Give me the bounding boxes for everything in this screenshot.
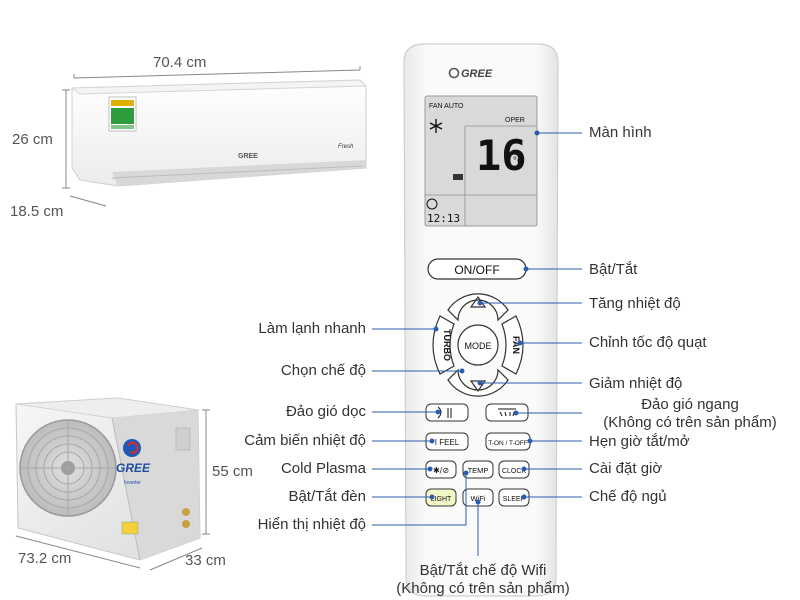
indoor-brand-logo: GREE xyxy=(238,153,258,160)
label-plasma: Cold Plasma xyxy=(280,460,366,477)
temp-button[interactable] xyxy=(462,460,494,479)
plasma-icon: ✱/⊘ xyxy=(433,466,449,475)
outdoor-badge: Inverter xyxy=(124,480,141,486)
label-temp-down: Giảm nhiệt độ xyxy=(589,375,683,392)
lcd-temperature: 16 xyxy=(476,131,527,180)
turbo-button-label: TURBO xyxy=(442,329,452,361)
mode-button[interactable] xyxy=(457,324,499,366)
indoor-height-label: 26 cm xyxy=(12,131,53,148)
label-clock: Cài đặt giờ xyxy=(589,460,663,477)
down-arrow-icon xyxy=(469,380,487,393)
onoff-button-label: ON/OFF xyxy=(454,263,499,277)
wifi-button-label: WiFi xyxy=(471,494,486,503)
remote-logo-icon xyxy=(448,67,460,79)
label-ifeel: Cảm biến nhiệt độ xyxy=(244,432,366,449)
label-wifi-line2: (Không có trên sản phẩm) xyxy=(396,580,570,597)
label-temp-up: Tăng nhiệt độ xyxy=(589,295,681,312)
indoor-depth-label: 18.5 cm xyxy=(10,203,64,220)
timer-button-label: T-ON / T-OFF xyxy=(488,440,528,447)
indoor-dimension-lines xyxy=(62,66,361,207)
turbo-button[interactable] xyxy=(432,315,455,375)
lcd-mode-text: FAN AUTO xyxy=(429,103,464,110)
label-swing-horizontal-line2: (Không có trên sản phẩm) xyxy=(603,414,777,431)
label-timer: Hẹn giờ tắt/mở xyxy=(589,433,690,450)
remote-brand: GREE xyxy=(461,68,493,80)
lcd-screen xyxy=(424,95,538,227)
lcd-oper-text: OPER xyxy=(505,117,525,124)
label-swing-horizontal-line1: Đảo gió ngang xyxy=(641,396,739,413)
outdoor-width-label: 73.2 cm xyxy=(18,550,72,567)
mode-button-label: MODE xyxy=(465,341,492,351)
lcd-clock-icon xyxy=(426,198,438,210)
temp-up-button[interactable] xyxy=(447,293,509,322)
label-fan-speed: Chỉnh tốc độ quạt xyxy=(589,334,707,351)
lcd-unit: °C xyxy=(513,156,524,167)
label-onoff: Bật/Tắt xyxy=(589,261,638,278)
swing-vertical-icon xyxy=(437,406,452,419)
label-wifi: Bật/Tắt chế độ Wifi (Không có trên sản p… xyxy=(368,562,598,598)
fan-button[interactable] xyxy=(501,315,524,375)
outdoor-height-label: 55 cm xyxy=(212,463,253,480)
indoor-badge: Fresh xyxy=(338,144,354,150)
indoor-unit: GREE Fresh xyxy=(70,79,368,187)
label-screen: Màn hình xyxy=(589,124,652,141)
ifeel-button-label: I FEEL xyxy=(435,438,460,447)
temp-down-button[interactable] xyxy=(447,368,509,397)
outdoor-unit: GREE Inverter xyxy=(15,397,201,561)
label-show-temp: Hiển thị nhiệt độ xyxy=(257,516,366,533)
remote-control: GREE FAN AUTO OPER 16 °C 12:13 ON/OFF MO… xyxy=(403,43,559,597)
lcd-indicator-icon xyxy=(453,174,463,180)
label-turbo: Làm lạnh nhanh xyxy=(258,320,366,337)
label-sleep: Chế độ ngủ xyxy=(589,488,667,505)
temp-button-label: TEMP xyxy=(468,466,489,475)
callout-lines xyxy=(372,130,582,556)
fan-button-label: FAN xyxy=(511,336,521,354)
label-mode: Chọn chế độ xyxy=(280,362,366,379)
label-swing-vertical: Đảo gió dọc xyxy=(285,403,366,420)
indoor-width-label: 70.4 cm xyxy=(153,54,207,71)
dpad: MODE TURBO FAN xyxy=(432,293,524,397)
light-button-label: LIGHT xyxy=(431,496,452,503)
snowflake-icon xyxy=(429,119,443,133)
lcd-clock: 12:13 xyxy=(427,212,460,225)
clock-button-label: CLOCK xyxy=(502,468,526,475)
label-swing-horizontal: Đảo gió ngang (Không có trên sản phẩm) xyxy=(586,396,794,432)
label-wifi-line1: Bật/Tắt chế độ Wifi xyxy=(419,562,547,579)
label-light: Bật/Tắt đèn xyxy=(288,488,366,505)
sleep-button-label: SLEEP xyxy=(503,496,526,503)
outdoor-dimension-lines xyxy=(15,409,210,571)
outdoor-brand-logo: GREE xyxy=(116,461,151,475)
outdoor-depth-label: 33 cm xyxy=(185,552,226,569)
